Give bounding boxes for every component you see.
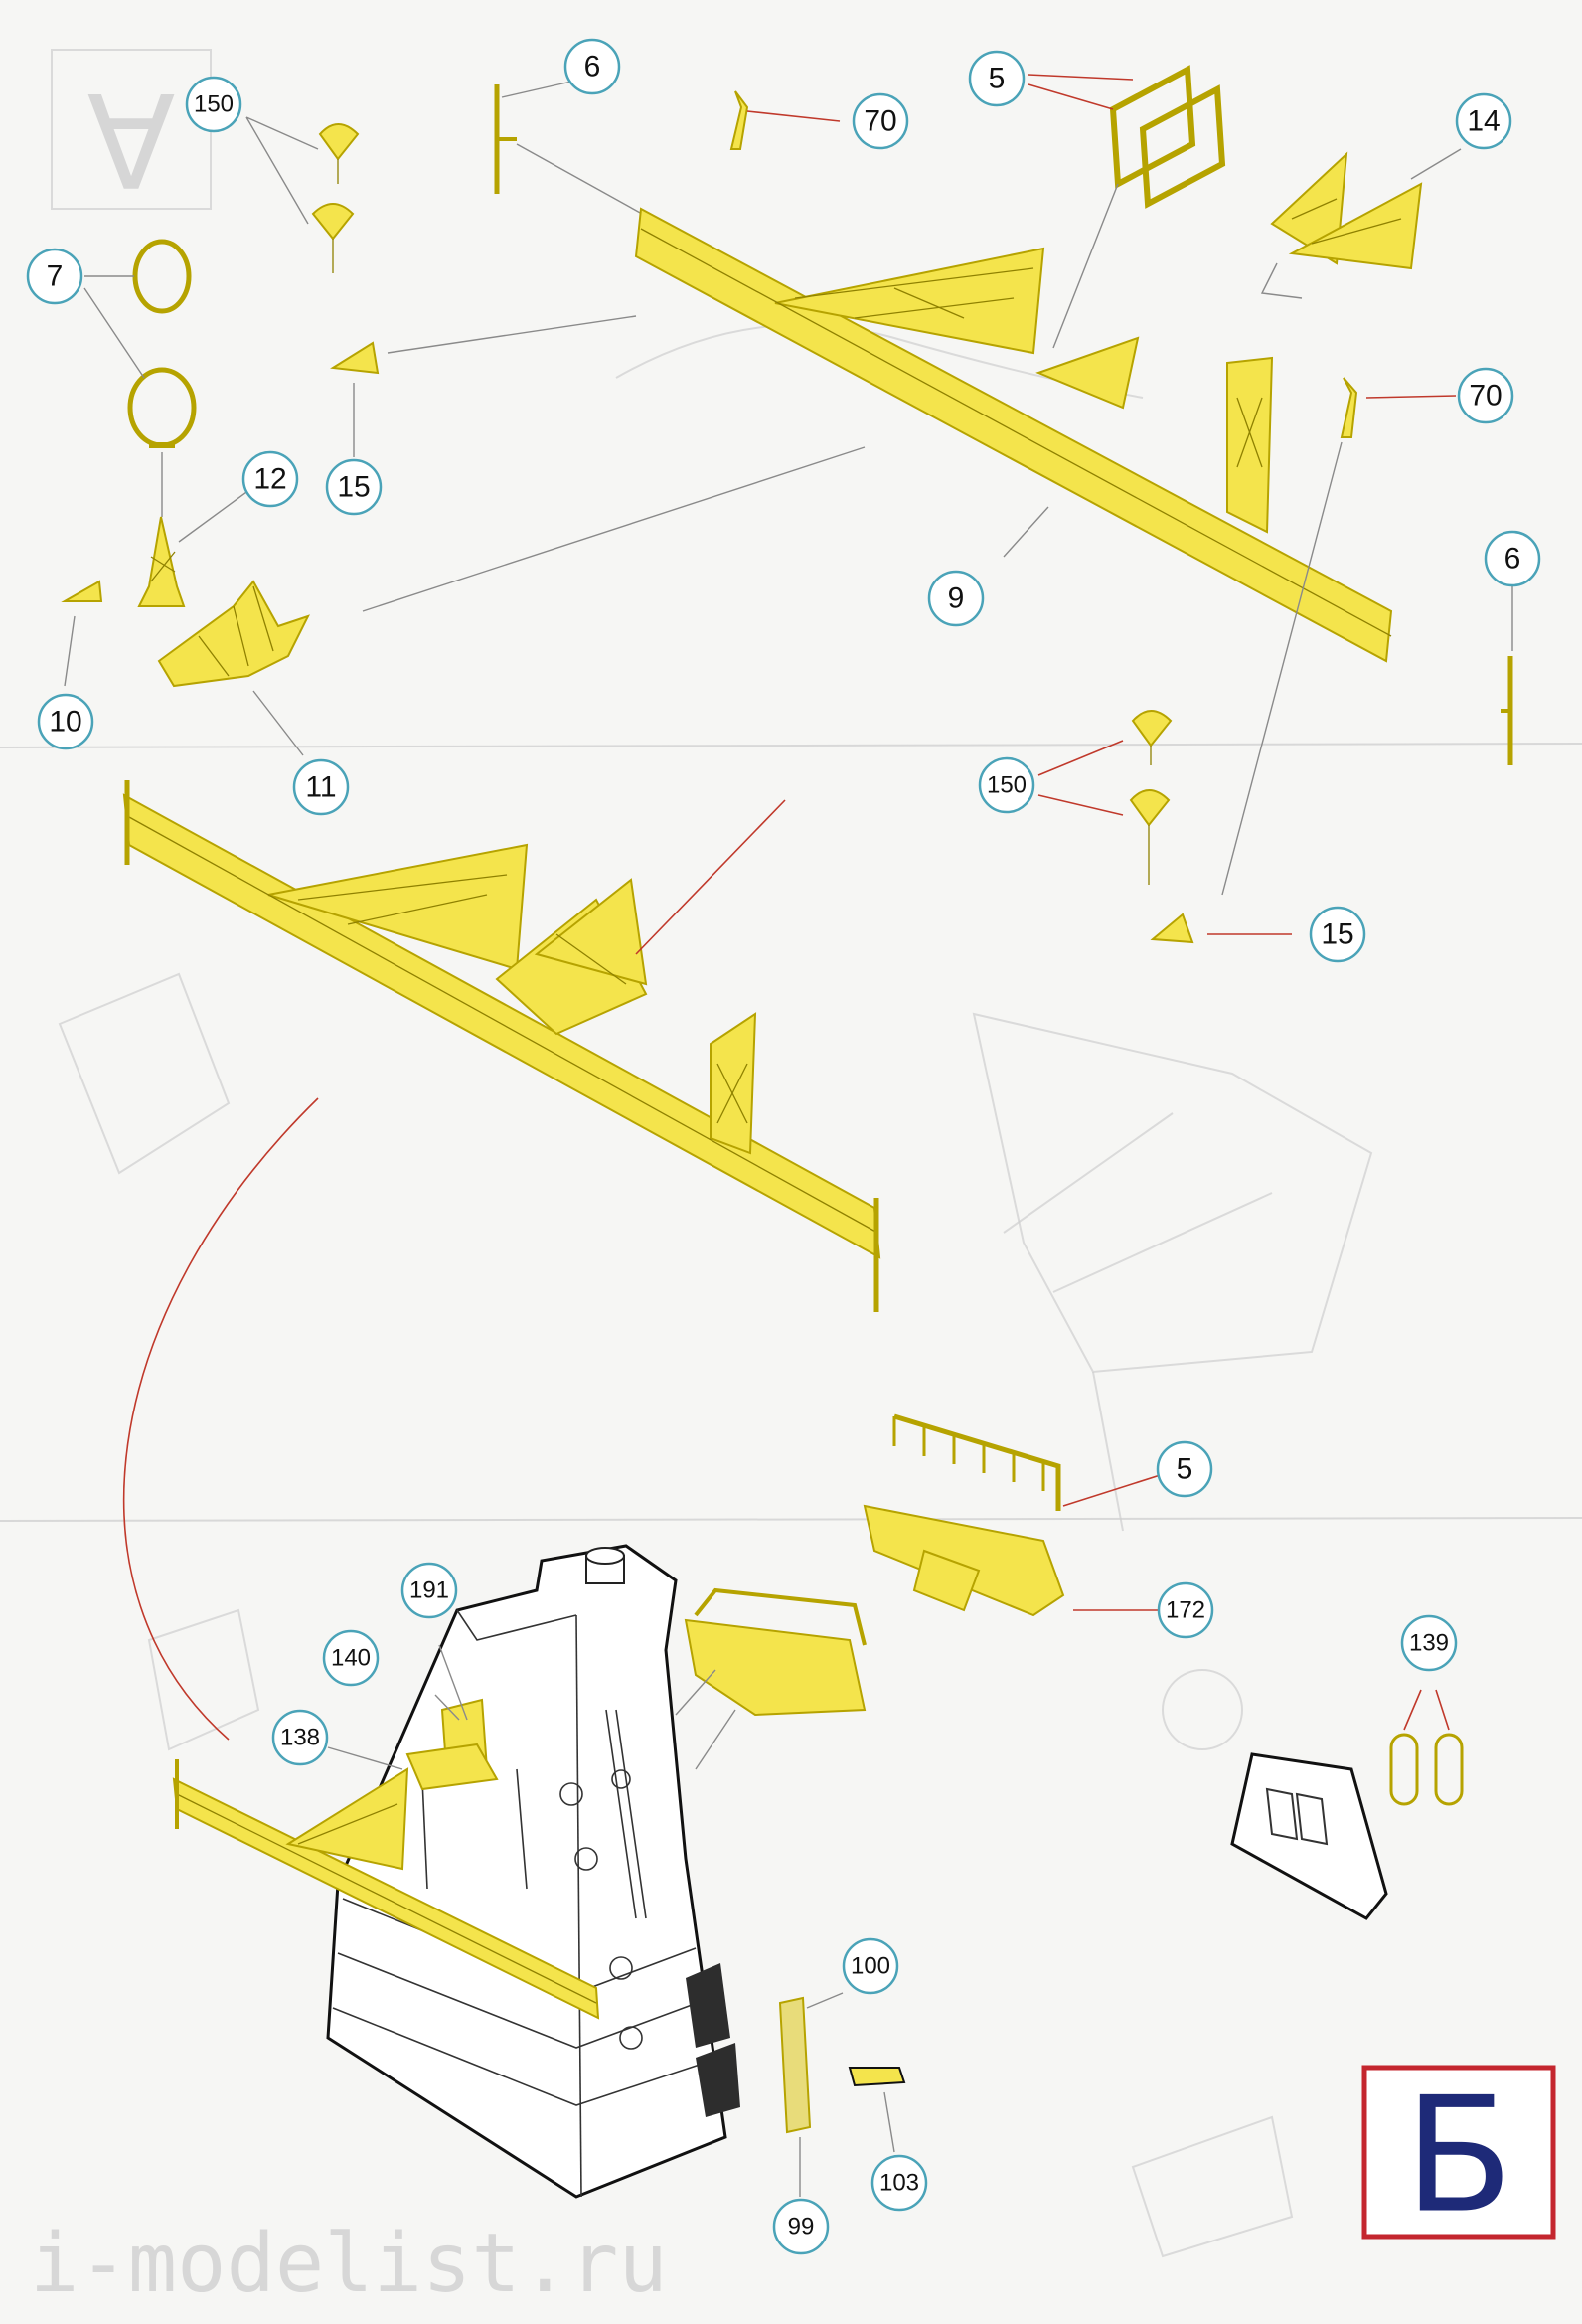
fold-line-upper bbox=[0, 743, 1582, 748]
part-9-main-boom bbox=[634, 207, 1393, 663]
callout-6-top: 6 bbox=[563, 38, 621, 95]
page-badge: Б bbox=[1361, 2063, 1556, 2248]
page-badge-letter: Б bbox=[1404, 2063, 1513, 2248]
callout-5-top: 5 bbox=[968, 50, 1026, 107]
callout-11: 11 bbox=[292, 758, 350, 816]
part-100-grating bbox=[778, 1996, 812, 2134]
callout-6-right: 6 bbox=[1484, 530, 1541, 587]
callout-138-label: 138 bbox=[280, 1725, 320, 1751]
reverse-side-ghost: A bbox=[51, 49, 1373, 2258]
part-6-pin-right bbox=[1501, 656, 1513, 765]
callout-70-right-label: 70 bbox=[1469, 380, 1502, 413]
callout-15-left: 15 bbox=[325, 458, 383, 516]
part-7-rings bbox=[127, 239, 197, 448]
part-12-stand bbox=[137, 516, 186, 607]
deck-platform bbox=[684, 1587, 867, 1717]
part-10-bracket bbox=[61, 580, 103, 602]
callout-7-label: 7 bbox=[47, 260, 64, 293]
callout-172-label: 172 bbox=[1166, 1597, 1205, 1624]
assembled-boom bbox=[122, 780, 881, 1312]
callout-15-right: 15 bbox=[1309, 906, 1366, 963]
callout-139-label: 139 bbox=[1409, 1630, 1449, 1657]
part-15-bracket-right bbox=[1150, 913, 1194, 944]
callout-15-left-label: 15 bbox=[337, 471, 370, 504]
callout-12-label: 12 bbox=[253, 463, 286, 496]
callout-10: 10 bbox=[37, 693, 94, 750]
ghost-badge: A bbox=[87, 64, 176, 215]
callout-103: 103 bbox=[870, 2154, 928, 2212]
callout-140: 140 bbox=[322, 1629, 380, 1687]
ship-tower bbox=[326, 1544, 740, 2199]
part-172-platform bbox=[863, 1504, 1065, 1617]
callout-6-top-label: 6 bbox=[584, 51, 601, 83]
callout-140-label: 140 bbox=[331, 1645, 371, 1672]
callout-103-label: 103 bbox=[879, 2170, 919, 2197]
part-6-pin-top bbox=[494, 84, 517, 194]
callout-99-label: 99 bbox=[788, 2214, 815, 2241]
callout-70-right: 70 bbox=[1457, 367, 1514, 424]
part-11-truss-bracket bbox=[157, 580, 310, 688]
part-70-right bbox=[1340, 377, 1358, 438]
callout-100: 100 bbox=[842, 1937, 899, 1995]
part-150-pieces-right bbox=[1129, 710, 1173, 885]
callout-100-label: 100 bbox=[851, 1953, 890, 1980]
part-14-truss-fins bbox=[1270, 151, 1423, 270]
callout-70-top: 70 bbox=[852, 92, 909, 150]
callout-9-label: 9 bbox=[948, 582, 965, 615]
callout-12: 12 bbox=[241, 450, 299, 508]
callout-9: 9 bbox=[927, 570, 985, 627]
watermark-text: i-modelist.ru bbox=[30, 2217, 668, 2311]
callout-15-right-label: 15 bbox=[1321, 918, 1353, 951]
callout-5-lower-label: 5 bbox=[1177, 1453, 1193, 1486]
part-15-bracket-left bbox=[330, 341, 380, 375]
part-5-frames-top bbox=[1109, 65, 1226, 209]
callout-14-label: 14 bbox=[1467, 105, 1500, 138]
callout-14: 14 bbox=[1455, 92, 1512, 150]
callout-10-label: 10 bbox=[49, 706, 81, 739]
callout-150-right-label: 150 bbox=[987, 772, 1027, 799]
callout-191-label: 191 bbox=[409, 1577, 449, 1604]
callout-138: 138 bbox=[271, 1709, 329, 1766]
callout-5-lower: 5 bbox=[1156, 1440, 1213, 1498]
part-150-pieces-left bbox=[311, 123, 360, 273]
fold-line-lower bbox=[0, 1517, 1582, 1522]
part-70-top bbox=[729, 90, 749, 150]
callout-7: 7 bbox=[26, 248, 83, 305]
callout-5-top-label: 5 bbox=[989, 63, 1006, 95]
callout-191: 191 bbox=[400, 1562, 458, 1619]
part-5-railing-lower bbox=[892, 1413, 1061, 1511]
part-138-tower-boom bbox=[172, 1759, 600, 2020]
part-139-plate bbox=[1230, 1733, 1464, 1920]
part-103-step bbox=[848, 2067, 906, 2087]
callout-150-left-label: 150 bbox=[194, 91, 234, 118]
callout-172: 172 bbox=[1157, 1581, 1214, 1639]
callout-150-left: 150 bbox=[185, 76, 242, 133]
callout-11-label: 11 bbox=[305, 771, 336, 804]
callout-6-right-label: 6 bbox=[1504, 543, 1521, 576]
callout-139: 139 bbox=[1400, 1614, 1458, 1672]
callout-99: 99 bbox=[772, 2198, 830, 2255]
callout-70-top-label: 70 bbox=[864, 105, 896, 138]
callout-150-right: 150 bbox=[978, 756, 1035, 814]
